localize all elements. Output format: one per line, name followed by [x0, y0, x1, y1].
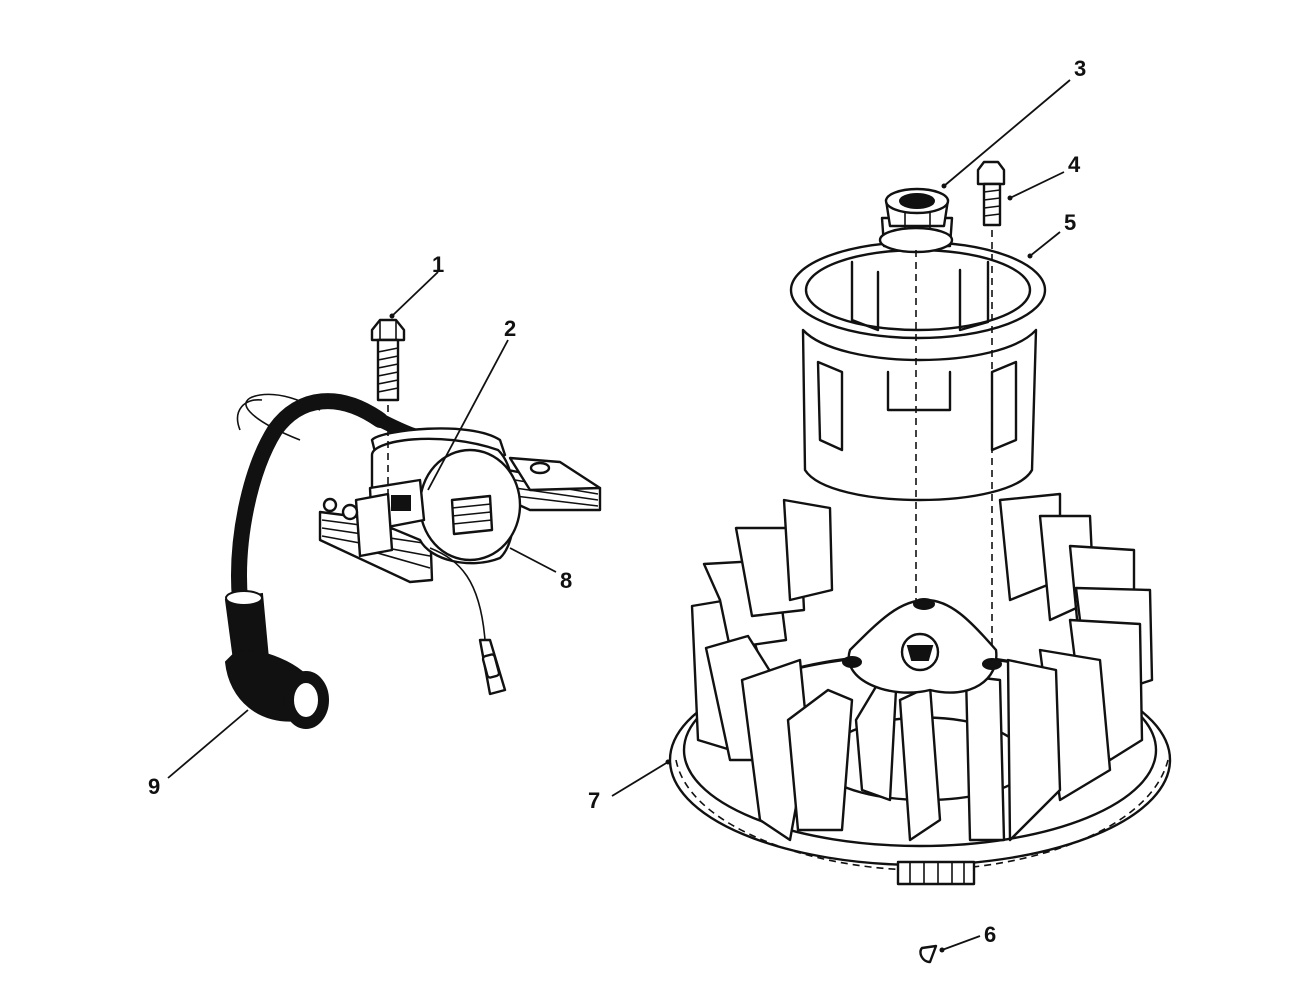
- magnet-cup-part-5: [789, 240, 1047, 502]
- callout-3: 3: [1074, 56, 1086, 81]
- callout-9: 9: [148, 774, 160, 799]
- flywheel-part-7: [668, 492, 1172, 886]
- callout-2: 2: [504, 316, 516, 341]
- callout-7: 7: [588, 788, 600, 813]
- callout-5: 5: [1064, 210, 1076, 235]
- callout-8: 8: [560, 568, 572, 593]
- bolt-part-4: [976, 160, 1006, 660]
- spark-plug-lead-part-9: [224, 393, 447, 729]
- ignition-module-part-8: [318, 427, 602, 696]
- woodruff-key-part-6: [919, 944, 938, 964]
- screw-part-1: [370, 318, 406, 500]
- callout-6: 6: [984, 922, 996, 947]
- leader-lines: [167, 79, 1071, 953]
- flywheel-nut-part-3: [878, 187, 954, 630]
- callout-1: 1: [432, 252, 444, 277]
- callout-4: 4: [1068, 152, 1081, 177]
